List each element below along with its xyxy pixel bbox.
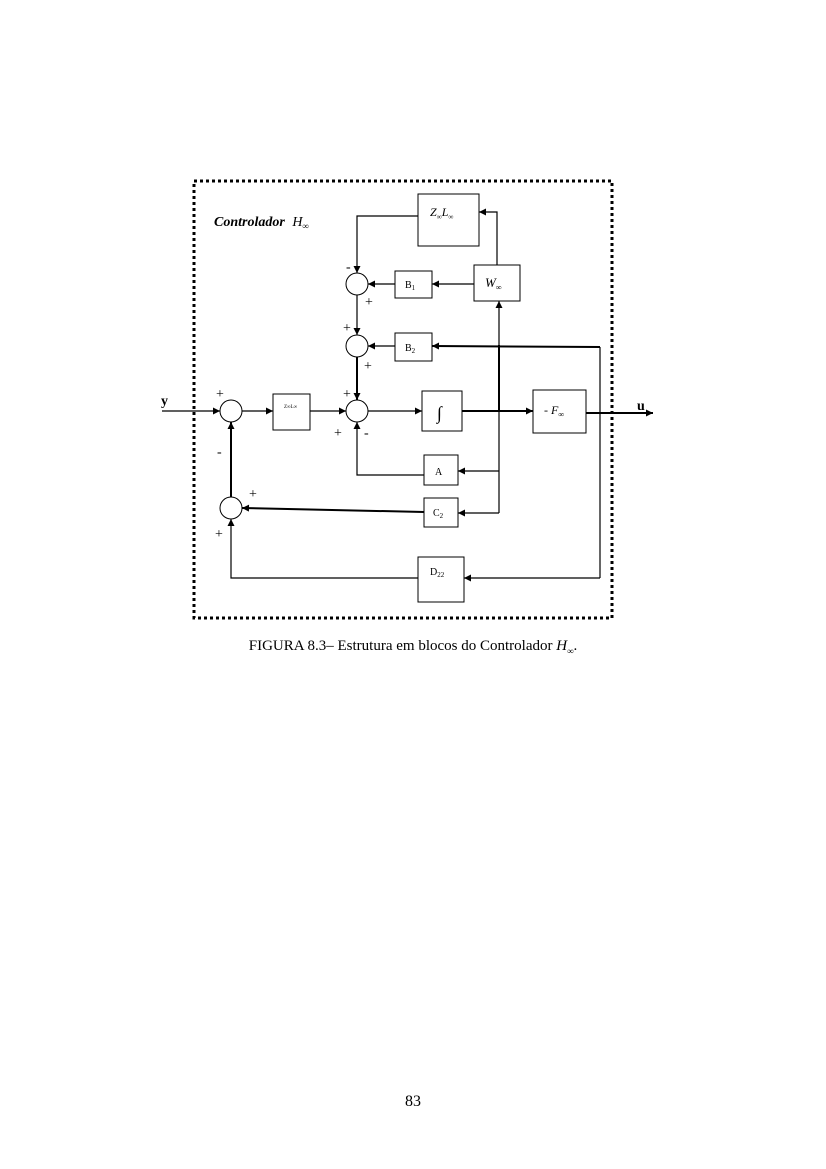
c2-block: C2 — [423, 497, 459, 528]
junction-signs: - + + + + + - + - + + — [215, 260, 373, 542]
figure-caption: FIGURA 8.3– Estrutura em blocos do Contr… — [0, 638, 826, 656]
page-number: 83 — [405, 1093, 421, 1110]
caption-end: . — [573, 638, 578, 654]
d22-to-sum5-line — [227, 519, 418, 579]
sum-junction-5 — [219, 496, 243, 520]
svg-text:B2: B2 — [405, 343, 416, 355]
svg-text:A: A — [435, 467, 443, 478]
b1-block: B1 — [394, 270, 433, 299]
sign-s3-top: + — [343, 387, 351, 402]
sign-s1-bottom: + — [365, 295, 373, 310]
svg-text:Z∞L∞: Z∞L∞ — [430, 205, 453, 221]
sum-junction-2 — [345, 334, 369, 358]
a-block: A — [423, 454, 459, 486]
caption-symbol: H — [556, 638, 568, 654]
svg-text:C2: C2 — [433, 508, 444, 520]
a-to-sum3-line — [353, 422, 424, 476]
sign-s5-bottom: + — [215, 527, 223, 542]
d22-block: D22 — [417, 556, 465, 603]
svg-text:B1: B1 — [405, 280, 416, 292]
sign-s5-right: + — [249, 487, 257, 502]
w-to-zltop-line — [479, 208, 498, 265]
zl-top-block: Z∞L∞ — [417, 193, 480, 247]
b2-block: B2 — [394, 332, 433, 362]
controller-boundary — [192, 179, 614, 620]
svg-text:D22: D22 — [430, 567, 445, 579]
svg-text:- F∞: - F∞ — [544, 403, 564, 419]
output-label: u — [637, 399, 645, 414]
caption-text: FIGURA 8.3– Estrutura em blocos do Contr… — [248, 638, 553, 654]
sum-junction-1 — [345, 272, 369, 296]
svg-text:Z∞L∞: Z∞L∞ — [284, 405, 298, 410]
integrator-block: ∫ — [421, 390, 463, 432]
sign-s4-top: + — [216, 387, 224, 402]
zl-small-block: Z∞L∞ — [272, 393, 311, 431]
sign-s3-bottom-left: + — [334, 426, 342, 441]
feedback-to-b2-line — [431, 342, 601, 350]
svg-text:W∞: W∞ — [485, 275, 502, 292]
caption-subscript: ∞ — [567, 646, 574, 656]
sum-junction-3 — [345, 399, 369, 423]
sign-s3-bottom-right: - — [364, 426, 369, 441]
c2-to-sum5-line — [241, 504, 425, 513]
sign-s2-bottom: + — [364, 359, 372, 374]
f-inf-block: - F∞ — [532, 389, 587, 434]
w-inf-block: W∞ — [473, 264, 521, 302]
input-label: y — [161, 394, 168, 409]
sign-s1-top: - — [346, 260, 351, 275]
svg-text:∫: ∫ — [436, 403, 443, 424]
controller-title: Controlador H∞ — [214, 215, 309, 231]
sum-junction-4 — [219, 399, 243, 423]
zltop-to-sum1-line — [353, 215, 418, 273]
sign-s2-top: + — [343, 321, 351, 336]
sign-s4-bottom: - — [217, 445, 222, 460]
